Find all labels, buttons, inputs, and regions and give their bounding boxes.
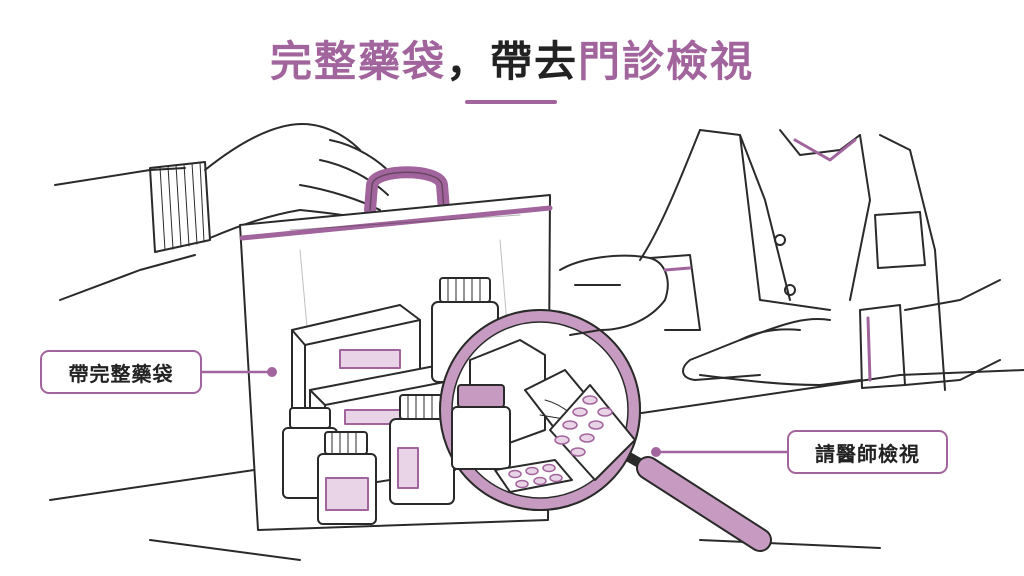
bag-handle [364, 166, 450, 216]
title-underline [465, 100, 557, 104]
title-part-2: 帶去 [490, 37, 579, 86]
page-title: 完整藥袋，帶去門診檢視 [0, 28, 1024, 89]
callout-leaders [200, 367, 789, 457]
callout-bring-bag: 帶完整藥袋 [40, 350, 202, 394]
title-part-1: 完整藥袋 [269, 37, 446, 86]
title-part-3: 門診檢視 [578, 37, 755, 86]
callout-doctor-check: 請醫師檢視 [787, 430, 948, 474]
magnifier-lens [439, 309, 641, 511]
magnifier-handle [615, 447, 772, 552]
medicine-bottles [282, 277, 499, 525]
title-separator: ， [445, 37, 490, 86]
doctor [559, 129, 1001, 391]
patient-arm [54, 123, 396, 301]
